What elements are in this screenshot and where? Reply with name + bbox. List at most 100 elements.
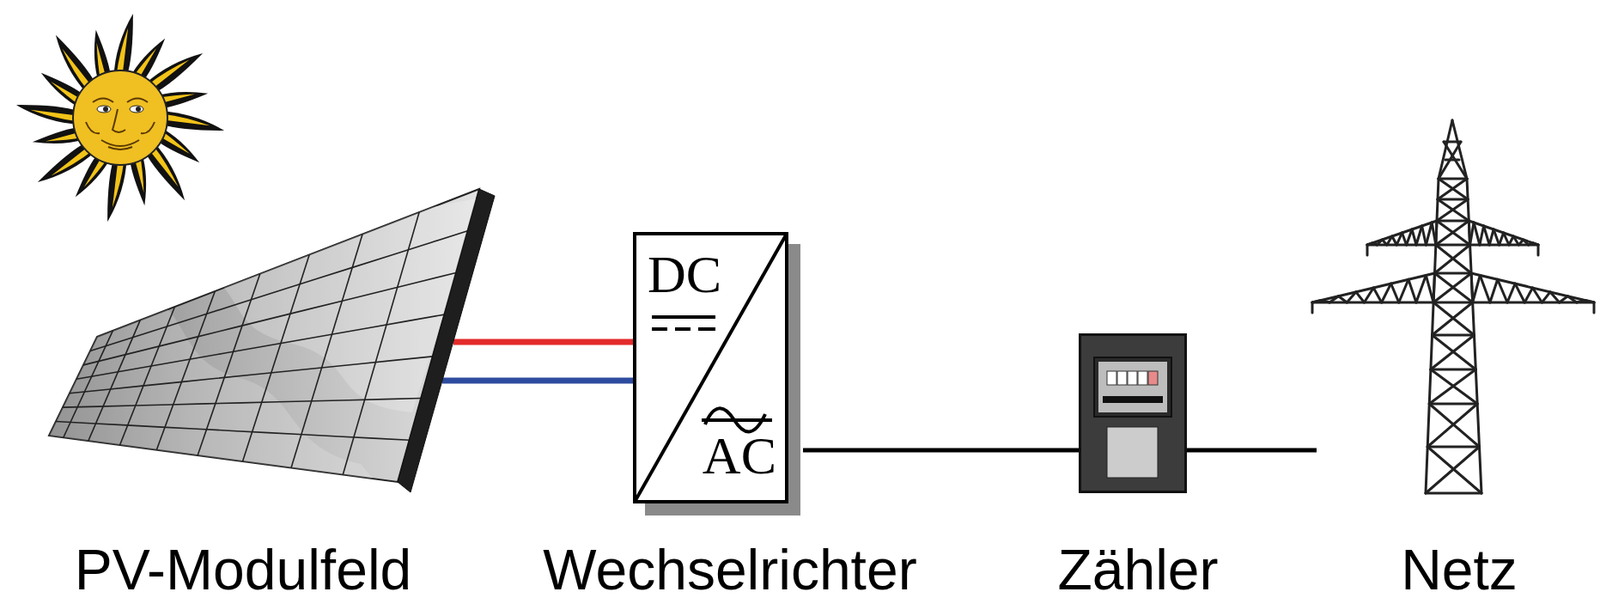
pylon-strut (1427, 403, 1478, 447)
pylon-strut (1373, 287, 1381, 303)
pylon-strut (1514, 283, 1525, 303)
pylon-strut (1438, 178, 1468, 200)
pylon-strut (1468, 220, 1470, 245)
pylon-strut (1396, 232, 1402, 245)
pylon-strut (1490, 279, 1498, 303)
sun-ray (107, 158, 127, 222)
pylon-strut (1435, 220, 1469, 245)
sun-pupil (135, 106, 141, 112)
sun-feature (127, 98, 148, 104)
cell-line (291, 234, 363, 469)
pylon-strut (1497, 279, 1508, 303)
pv-panel (34, 188, 495, 516)
pylon-strut (1425, 274, 1434, 303)
pylon-strut (1445, 158, 1460, 162)
pylon-strut (1479, 225, 1485, 245)
sun-feature (140, 121, 155, 134)
meter-plate (1107, 426, 1158, 478)
sun-ray-fill (163, 114, 211, 127)
pylon-strut (1427, 445, 1479, 449)
meter-display (1098, 361, 1168, 413)
pylon-strut (1559, 296, 1569, 303)
pylon-strut (1533, 287, 1543, 303)
pylon-strut (1434, 272, 1472, 275)
pylon-strut (1367, 220, 1437, 245)
pylon-strut (1436, 219, 1469, 223)
inverter-box: DCACWechselrichter (632, 231, 789, 504)
pylon-strut (1430, 368, 1476, 372)
component-node: Netz (1308, 120, 1596, 493)
pylon-strut (1312, 273, 1435, 303)
pylon-strut (1484, 225, 1491, 245)
pylon-strut (1468, 220, 1539, 245)
pylon-strut (1438, 141, 1461, 179)
pylon-strut (1320, 300, 1330, 303)
ac-cable (1186, 448, 1317, 453)
pylon-strut (1435, 220, 1437, 245)
pylon-strut (1434, 244, 1470, 274)
pylon-strut (1452, 120, 1467, 179)
pylon-strut (1437, 198, 1468, 201)
pylon-strut (1435, 243, 1471, 247)
sun-feature (112, 109, 126, 133)
pylon-strut (1537, 244, 1540, 256)
pylon-strut (1471, 273, 1594, 303)
cell-line (88, 320, 140, 442)
meter-digit (1148, 371, 1158, 385)
meter-digit (1117, 371, 1127, 385)
cell-line (55, 421, 410, 441)
meter-outline (1078, 333, 1187, 493)
sun-feature (108, 146, 133, 150)
ac-cable (803, 448, 1079, 453)
pylon-strut (1429, 402, 1478, 406)
sun-ray-fill (116, 27, 129, 75)
pylon-strut (1472, 274, 1481, 303)
pylon-strut (1471, 273, 1473, 303)
pylon-strut (1438, 177, 1467, 181)
pylon-strut (1391, 283, 1400, 303)
pylon-strut (1311, 302, 1315, 313)
pylon-strut (1430, 334, 1475, 370)
cell-line (156, 291, 215, 451)
pylon-strut (1416, 225, 1423, 245)
dc-symbol (698, 327, 716, 331)
pylon-strut (1432, 302, 1473, 335)
cell-line (76, 314, 445, 379)
sun-eye (97, 105, 111, 113)
pylon-strut (1576, 300, 1586, 303)
pylon-strut (1422, 225, 1427, 245)
meter-window (1094, 357, 1172, 417)
dc-cable (442, 377, 635, 384)
meter-digit (1127, 371, 1138, 385)
sun-feature (85, 121, 100, 134)
sun-pupil (103, 106, 109, 112)
pylon-strut (1507, 283, 1515, 303)
cell-line (243, 254, 311, 462)
panel-frame (397, 188, 495, 493)
pylon-strut (1408, 279, 1417, 303)
pylon-strut (1503, 232, 1509, 245)
current-type-label: AC (702, 428, 777, 482)
pylon-strut (1479, 274, 1491, 303)
component-caption: Wechselrichter (542, 541, 917, 598)
pylon-strut (1438, 120, 1453, 179)
pylon-strut (1356, 292, 1365, 303)
inverter-border (634, 233, 787, 502)
sun-icon (16, 13, 225, 222)
sun-feature (92, 98, 114, 104)
pylon-strut (1433, 273, 1435, 303)
sun-ray (160, 110, 225, 130)
pylon-strut (1550, 292, 1560, 303)
sun-ray (113, 13, 133, 78)
pylon-strut (1366, 244, 1369, 256)
pylon-strut (1381, 283, 1392, 303)
cell-line (83, 272, 457, 365)
pylon-strut (1432, 334, 1475, 337)
cell-line (197, 273, 261, 456)
meter-digit (1137, 371, 1148, 385)
pylon-strut (1567, 296, 1576, 303)
dc-symbol (651, 315, 716, 319)
pylon-strut (1433, 301, 1473, 305)
pylon-strut (1416, 274, 1426, 303)
